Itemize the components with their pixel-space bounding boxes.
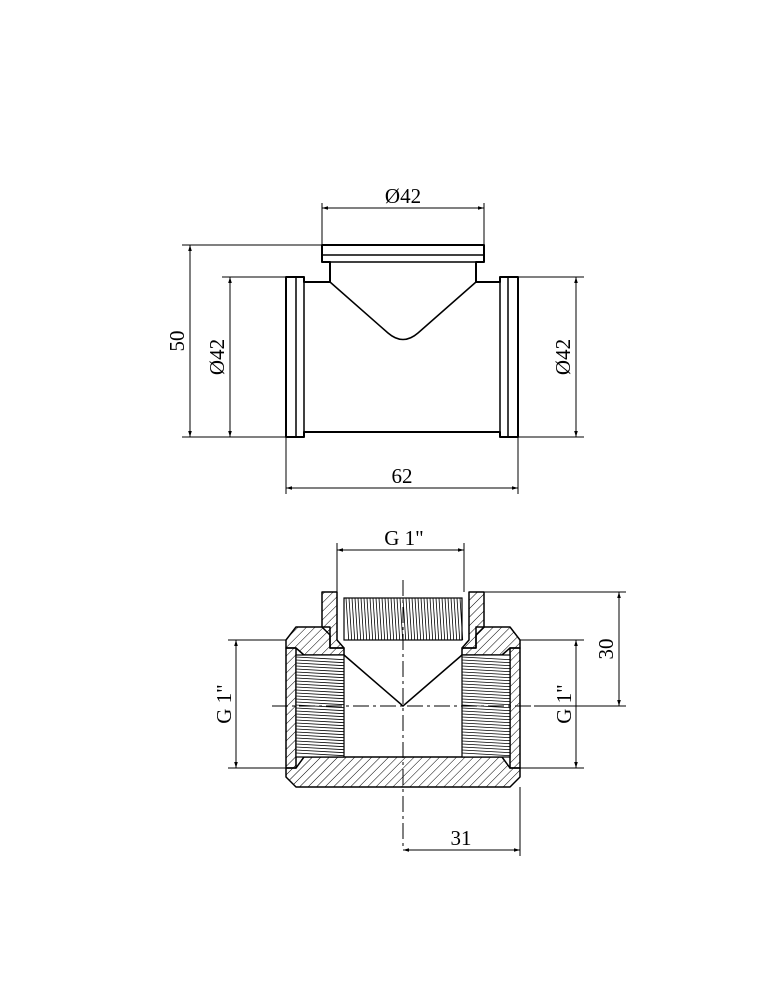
- top-view: Ø42 50 Ø42 Ø42 62: [165, 184, 584, 494]
- dim-top-diameter: Ø42: [385, 184, 421, 208]
- dim-half-height: 30: [594, 639, 618, 660]
- dim-top-thread: G 1": [384, 526, 424, 550]
- section-view: G 1" G 1" G 1" 30 31: [212, 526, 626, 856]
- section-wall-right-side: [509, 647, 521, 769]
- dim-right-thread: G 1": [552, 684, 576, 724]
- section-wall-left-side: [285, 647, 297, 769]
- dim-length: 62: [392, 464, 413, 488]
- dim-left-diameter: Ø42: [205, 339, 229, 375]
- dim-height: 50: [165, 331, 189, 352]
- intersection-curve: [329, 281, 477, 341]
- tee-body-outline: [285, 244, 519, 438]
- dim-left-thread: G 1": [212, 684, 236, 724]
- dim-half-length: 31: [451, 826, 472, 850]
- thread-top: [343, 597, 464, 641]
- dim-right-diameter: Ø42: [551, 339, 575, 375]
